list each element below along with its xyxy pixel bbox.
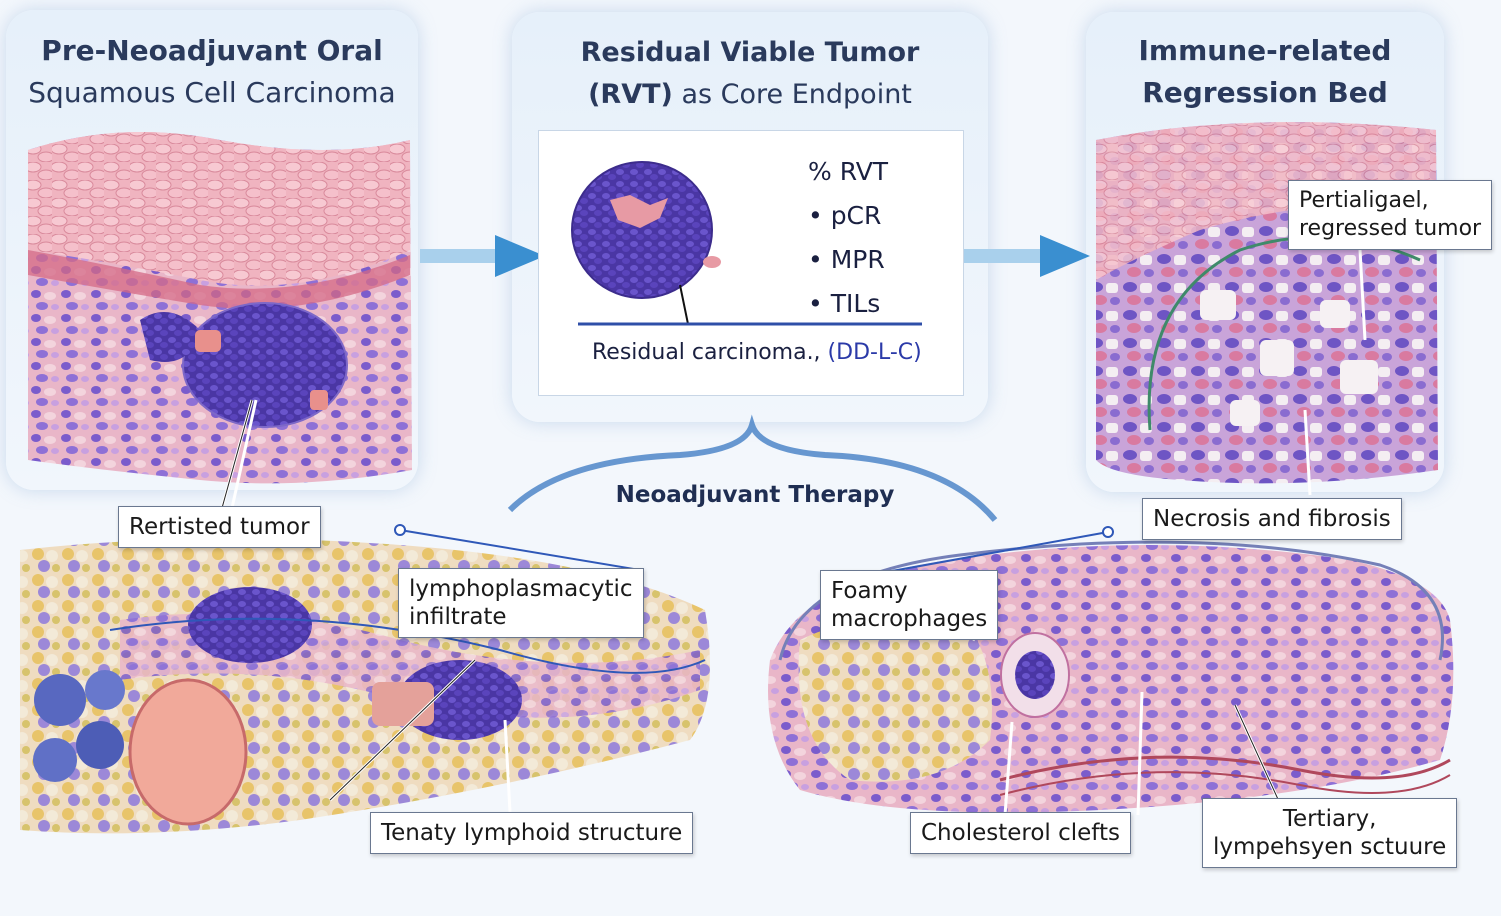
label-lymphoplasmacytic-line1: lymphoplasmacytic — [409, 576, 633, 602]
label-partial-line2: regressed tumor — [1299, 216, 1482, 241]
label-tls-right-line2: lympehsyen sctuure — [1213, 834, 1447, 860]
rvt-caption: Residual carcinoma., (DD-L-C) — [592, 340, 922, 365]
label-tls-left: Tenaty lymphoid structure — [370, 812, 694, 854]
rvt-title-bold: (RVT) — [588, 79, 673, 110]
label-partial-line1: Pertialigael, — [1299, 188, 1429, 213]
pre-title-line1: Pre-Neoadjuvant Oral — [41, 34, 383, 67]
rvt-metric: % RVT — [808, 157, 889, 186]
rvt-caption-text: Residual carcinoma., — [592, 340, 821, 365]
pre-panel-title: Pre-Neoadjuvant Oral Squamous Cell Carci… — [10, 30, 414, 114]
label-lymphoplasmacytic-infiltrate: lymphoplasmacytic infiltrate — [398, 568, 644, 638]
label-necrosis-fibrosis: Necrosis and fibrosis — [1142, 498, 1402, 540]
label-tls-right-line1: Tertiary, — [1282, 806, 1377, 832]
pre-title-line2: Squamous Cell Carcinoma — [28, 76, 396, 109]
label-lymphoplasmacytic-line2: infiltrate — [409, 604, 507, 630]
label-tls-right: Tertiary, lympehsyen sctuure — [1202, 798, 1458, 868]
rvt-caption-marker: (DD-L-C) — [820, 340, 922, 365]
rvt-metric: • TILs — [808, 289, 881, 318]
rvt-panel-title: Residual Viable Tumor (RVT) as Core Endp… — [515, 32, 985, 116]
rvt-metric: • MPR — [808, 245, 885, 274]
label-resisted-tumor: Rertisted tumor — [118, 506, 321, 548]
rvt-metric: • pCR — [808, 201, 882, 230]
rvt-metric-list: % RVT • pCR • MPR • TILs — [808, 150, 888, 326]
label-cholesterol-clefts: Cholesterol clefts — [910, 812, 1132, 854]
rvt-title-line1: Residual Viable Tumor — [580, 37, 920, 68]
regression-title-line2: Regression Bed — [1142, 76, 1388, 109]
label-foamy-line1: Foamy — [831, 578, 908, 604]
regression-title-line1: Immune-related — [1138, 34, 1392, 67]
label-foamy-line2: macrophages — [831, 606, 988, 632]
regression-panel-title: Immune-related Regression Bed — [1090, 30, 1440, 114]
neoadjuvant-therapy-label: Neoadjuvant Therapy — [615, 482, 895, 508]
rvt-title-line2: (RVT) as Core Endpoint — [515, 74, 985, 116]
label-foamy-macrophages: Foamy macrophages — [820, 570, 999, 640]
rvt-title-rest: as Core Endpoint — [672, 79, 912, 110]
label-partial-regressed-tumor: Pertialigael, regressed tumor — [1288, 180, 1493, 250]
